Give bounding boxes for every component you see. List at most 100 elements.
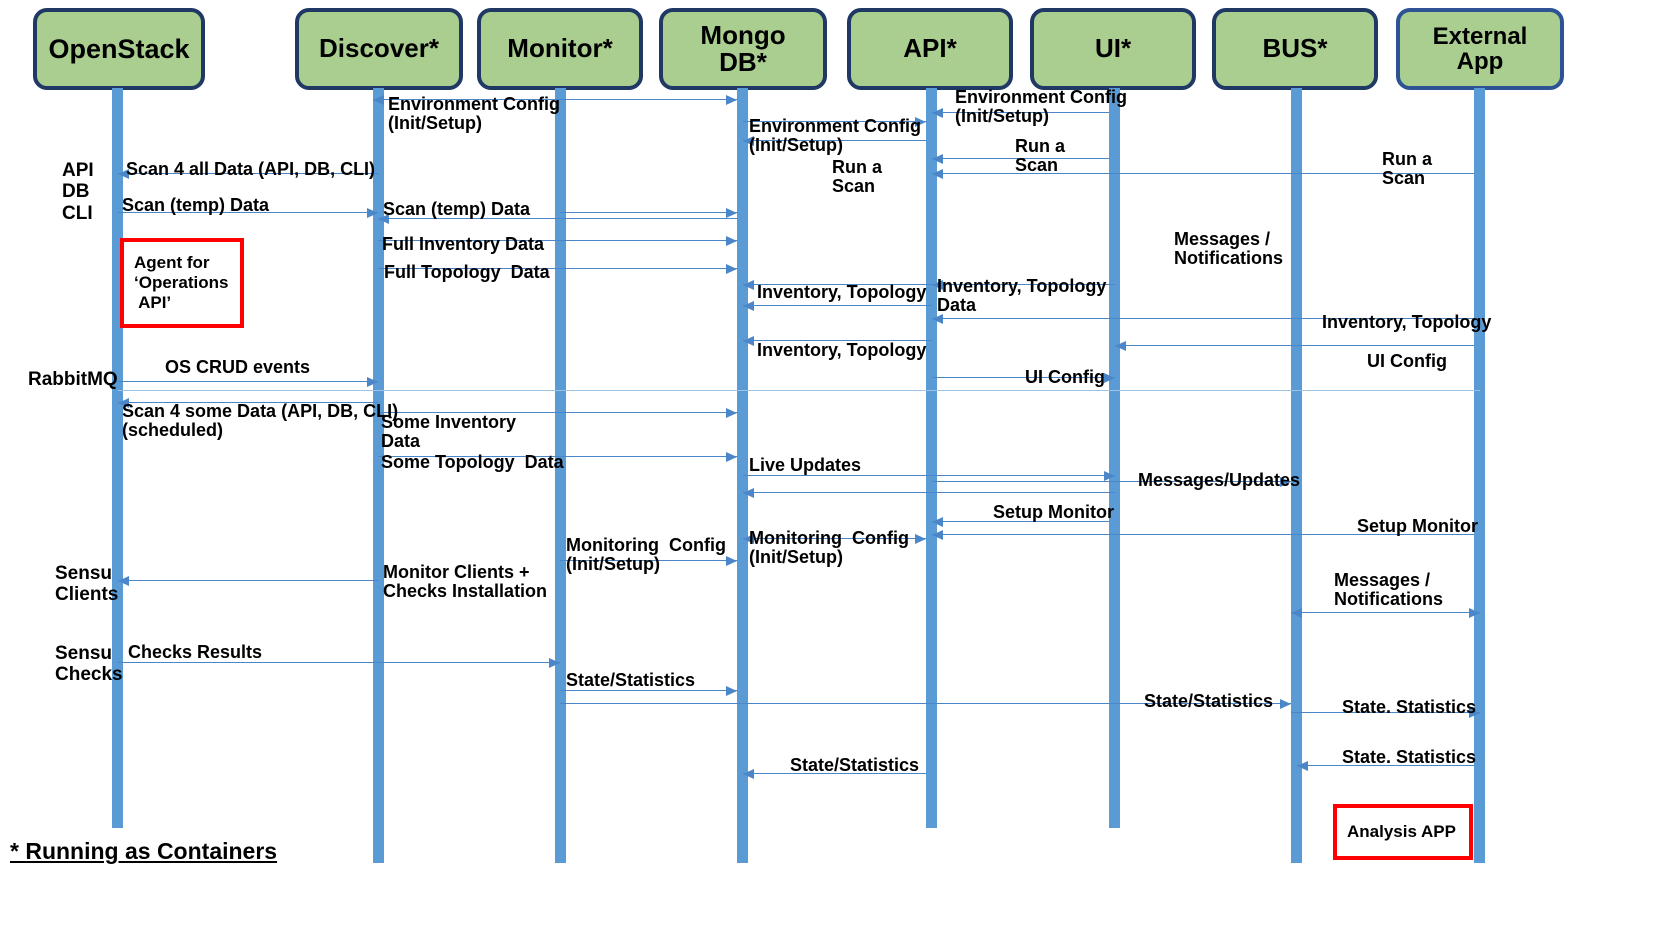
arrowhead-left-run-a-scan-ext-api xyxy=(932,168,943,179)
message-arrow-monitoring-config-monitor-mongo xyxy=(743,538,926,539)
arrowhead-right-env-config-mongo-api xyxy=(915,116,926,127)
arrowhead-left-state-stats-ext-api xyxy=(1297,760,1308,771)
message-label-l-run-scan-3: Run a Scan xyxy=(1382,149,1433,189)
actor-label: Discover* xyxy=(319,33,439,64)
arrowhead-left-env-config-mongo-discover xyxy=(373,94,384,105)
message-label-l-setup-mon-2: Setup Monitor xyxy=(1357,516,1478,536)
message-arrow-env-config-ui-api xyxy=(932,112,1109,113)
message-arrow-scan-4-some-data xyxy=(118,402,378,403)
message-arrow-scan-temp-os-discover xyxy=(118,212,378,213)
message-label-l-mon-config-2: Monitoring Config (Init/Setup) xyxy=(749,528,909,568)
actor-label: UI* xyxy=(1094,33,1132,64)
arrowhead-left-inventory-topology-mongo-2 xyxy=(743,300,754,311)
actor-label: Mongo DB* xyxy=(700,19,786,77)
actor-label: API* xyxy=(903,33,957,64)
actor-box-monitor[interactable]: Monitor* xyxy=(477,8,643,90)
arrowhead-left-monitor-clients-checks xyxy=(118,575,129,586)
message-arrow-state-stats-ui-bus xyxy=(560,703,1291,704)
lifeline-monitor xyxy=(555,88,566,863)
arrowhead-right-checks-results xyxy=(549,657,560,668)
gutter-label-0: API DB CLI xyxy=(62,160,94,224)
message-label-l-env-config-3: Environment Config (Init/Setup) xyxy=(955,87,1127,127)
message-arrow-setup-monitor-ext-api xyxy=(932,534,1474,535)
arrowhead-right-some-topology-data xyxy=(726,451,737,462)
message-label-l-state-stats-2: State/Statistics xyxy=(1144,691,1274,711)
annotation-box-agent-ops-api: Agent for ‘Operations API’ xyxy=(120,238,244,328)
message-label-l-scan-temp-1: Scan (temp) Data xyxy=(122,195,270,215)
gutter-label-1: RabbitMQ xyxy=(28,369,118,390)
lifeline-api xyxy=(926,88,937,828)
lifeline-externalapp xyxy=(1474,88,1485,863)
message-arrow-inventory-topology-bus-api xyxy=(932,318,1474,319)
arrowhead-left-messages-notifications-bus-ext xyxy=(1291,607,1302,618)
arrowhead-right-state-stats-monitor-mongo xyxy=(726,685,737,696)
actor-box-mongodb[interactable]: Mongo DB* xyxy=(659,8,827,90)
arrowhead-right-scan-temp-os-discover xyxy=(367,207,378,218)
arrowhead-left-state-stats-api-mongo xyxy=(743,768,754,779)
arrowhead-right-messages-notifications-bus-ext xyxy=(1469,607,1480,618)
footnote-running-as-containers: * Running as Containers xyxy=(10,838,278,864)
arrowhead-left-live-updates-api-mongo xyxy=(743,487,754,498)
message-arrow-env-config-mongo-api xyxy=(743,121,926,122)
message-label-l-state-stats-5: State/Statistics xyxy=(790,755,920,775)
arrowhead-right-os-crud-events xyxy=(367,376,378,387)
message-arrow-state-stats-ext-api xyxy=(1297,765,1474,766)
message-arrow-ui-config-api-ui xyxy=(932,377,1115,378)
arrowhead-right-state-stats-ui-bus xyxy=(1280,698,1291,709)
message-arrow-some-inventory-data xyxy=(378,412,737,413)
arrowhead-left-scan-all-data xyxy=(118,168,129,179)
actor-label: BUS* xyxy=(1262,33,1328,64)
gutter-label-2: Sensu Clients xyxy=(55,563,119,606)
message-label-l-env-config-2: Environment Config (Init/Setup) xyxy=(749,116,921,156)
message-label-l-mon-clients: Monitor Clients + Checks Installation xyxy=(383,562,548,602)
arrowhead-left-setup-monitor-ext-api xyxy=(932,529,943,540)
message-label-l-inv-topo-2: Inventory, Topology xyxy=(757,340,927,360)
lifeline-bus xyxy=(1291,88,1302,863)
message-label-l-state-stats-4: State. Statistics xyxy=(1342,747,1477,767)
message-label-l-msg-notif-2: Messages / Notifications xyxy=(1334,570,1444,610)
arrowhead-right-scan-temp-discover-mongo xyxy=(726,207,737,218)
arrowhead-left-run-a-scan-ui-api xyxy=(932,153,943,164)
message-label-l-msg-notif-1: Messages / Notifications xyxy=(1174,229,1284,269)
arrowhead-right-monitoring-config-monitor-mongo xyxy=(915,533,926,544)
message-label-l-ui-config-1: UI Config xyxy=(1367,351,1447,371)
message-label-l-run-scan-2: Run a Scan xyxy=(832,157,883,197)
message-arrow-os-crud-events xyxy=(118,381,378,382)
message-label-l-state-stats-1: State/Statistics xyxy=(566,670,696,690)
arrowhead-left-scan-temp-mongo-discover xyxy=(378,213,389,224)
actor-box-api[interactable]: API* xyxy=(847,8,1013,90)
message-label-l-state-stats-3: State. Statistics xyxy=(1342,697,1477,717)
arrowhead-left-ui-config-ext-ui xyxy=(1115,340,1126,351)
message-label-l-some-inv: Some Inventory Data xyxy=(381,412,517,452)
message-label-l-checks-res: Checks Results xyxy=(128,642,263,662)
message-label-l-some-topo: Some Topology Data xyxy=(381,452,564,472)
actor-box-externalapp[interactable]: External App xyxy=(1396,8,1564,90)
message-arrow-env-config-api-mongo xyxy=(743,140,926,141)
arrowhead-left-scan-4-some-data xyxy=(118,397,129,408)
message-arrow-inventory-topology-mongo-2 xyxy=(743,305,932,306)
actor-box-openstack[interactable]: OpenStack xyxy=(33,8,205,90)
message-arrow-live-updates-api-mongo xyxy=(743,492,1115,493)
message-arrow-inventory-topology-mongo-3 xyxy=(743,340,932,341)
arrowhead-right-ui-config-api-ui xyxy=(1104,372,1115,383)
actor-box-discover[interactable]: Discover* xyxy=(295,8,463,90)
arrowhead-left-inventory-topology-mongo-3 xyxy=(743,335,754,346)
arrowhead-right-full-topology-data xyxy=(726,263,737,274)
arrowhead-right-env-config-discover-mongo xyxy=(726,94,737,105)
message-arrow-run-a-scan-ui-api xyxy=(932,158,1109,159)
annotation-label-analysis-app: Analysis APP xyxy=(1347,821,1456,841)
message-label-l-env-config-1: Environment Config (Init/Setup) xyxy=(388,94,560,134)
message-arrow-messages-notifications-bus-ext xyxy=(1291,612,1480,613)
message-label-l-msg-updates: Messages/Updates xyxy=(1138,470,1301,490)
lifeline-openstack xyxy=(112,88,123,828)
message-label-l-run-scan-1: Run a Scan xyxy=(1015,136,1066,176)
message-label-l-ui-config-2: UI Config xyxy=(1025,367,1105,387)
actor-box-ui[interactable]: UI* xyxy=(1030,8,1196,90)
arrowhead-right-full-inventory-data xyxy=(726,235,737,246)
message-label-l-inv-topo-bus: Inventory, Topology xyxy=(1322,312,1492,332)
actor-box-bus[interactable]: BUS* xyxy=(1212,8,1378,90)
message-arrow-inventory-topology-api-mongo xyxy=(743,284,932,285)
message-label-l-os-crud: OS CRUD events xyxy=(165,357,311,377)
message-label-l-mon-config-1: Monitoring Config (Init/Setup) xyxy=(566,535,726,575)
arrowhead-left-setup-monitor-ui-api xyxy=(932,516,943,527)
